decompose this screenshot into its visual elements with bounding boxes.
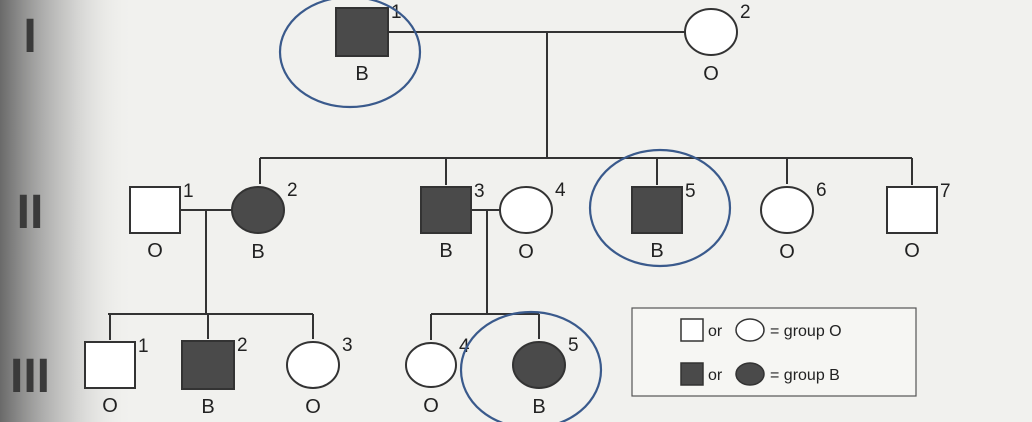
individual-iii-4-number: 4 bbox=[459, 336, 470, 357]
pedigree-symbols bbox=[84, 7, 938, 390]
individual-iii-2-male-square-icon bbox=[181, 340, 235, 390]
individual-iii-3-number: 3 bbox=[342, 335, 353, 356]
individual-iii-4-female-circle-icon bbox=[405, 342, 457, 388]
individual-ii-3-blood-group: B bbox=[439, 240, 452, 262]
individual-iii-3-blood-group: O bbox=[305, 396, 321, 418]
highlight-circles bbox=[278, 0, 732, 422]
individual-ii-5-male-square-icon bbox=[631, 186, 683, 234]
individual-iii-2-number: 2 bbox=[237, 335, 248, 356]
individual-ii-2-female-circle-icon bbox=[231, 186, 285, 234]
individual-ii-2-blood-group: B bbox=[251, 241, 264, 263]
individual-ii-3-male-square-icon bbox=[420, 186, 472, 234]
legend-affected-circle-icon bbox=[735, 362, 765, 386]
individual-ii-4-number: 4 bbox=[555, 180, 566, 201]
generation-label-III: III bbox=[10, 350, 50, 403]
individual-ii-5-blood-group: B bbox=[650, 240, 663, 262]
individual-i-1-male-square-icon bbox=[335, 7, 389, 57]
generation-labels: I II III bbox=[10, 10, 50, 403]
individual-ii-5-highlight-circle bbox=[588, 148, 732, 268]
legend-affected-square-icon bbox=[680, 362, 704, 386]
legend-or-text-1: or bbox=[708, 323, 723, 340]
generation-label-II: II bbox=[17, 186, 44, 239]
legend-unaffected-circle-icon bbox=[735, 318, 765, 342]
individual-ii-7-blood-group: O bbox=[904, 240, 920, 262]
generation-label-I: I bbox=[23, 10, 36, 63]
individual-ii-5-number: 5 bbox=[685, 181, 696, 202]
legend: or = group O or = group B bbox=[631, 307, 917, 397]
individual-ii-7-male-square-icon bbox=[886, 186, 938, 234]
legend-group-b-text: = group B bbox=[770, 367, 840, 384]
individual-ii-6-blood-group: O bbox=[779, 241, 795, 263]
individual-iii-1-number: 1 bbox=[138, 336, 149, 357]
individual-ii-1-male-square-icon bbox=[129, 186, 181, 234]
individual-iii-5-number: 5 bbox=[568, 335, 579, 356]
individual-ii-2-number: 2 bbox=[287, 180, 298, 201]
individual-iii-5-female-circle-icon bbox=[512, 341, 566, 389]
individual-iii-4-blood-group: O bbox=[423, 395, 439, 417]
legend-unaffected-square-icon bbox=[680, 318, 704, 342]
individual-i-2-blood-group: O bbox=[703, 63, 719, 85]
individual-iii-1-blood-group: O bbox=[102, 395, 118, 417]
individual-iii-5-highlight-circle bbox=[459, 310, 603, 422]
legend-box bbox=[631, 307, 917, 397]
individual-iii-1-male-square-icon bbox=[84, 341, 136, 389]
individual-iii-2-blood-group: B bbox=[201, 396, 214, 418]
pedigree-lines bbox=[108, 31, 913, 340]
individual-i-2-number: 2 bbox=[740, 2, 751, 23]
legend-group-o-text: = group O bbox=[770, 323, 842, 340]
individual-ii-7-number: 7 bbox=[940, 181, 951, 202]
individual-ii-3-number: 3 bbox=[474, 181, 485, 202]
individual-ii-4-female-circle-icon bbox=[499, 186, 553, 234]
individual-ii-4-blood-group: O bbox=[518, 241, 534, 263]
individual-iii-5-blood-group: B bbox=[532, 396, 545, 418]
legend-or-text-2: or bbox=[708, 367, 723, 384]
individual-ii-1-blood-group: O bbox=[147, 240, 163, 262]
individual-i-2-female-circle-icon bbox=[684, 8, 738, 56]
individual-i-1-number: 1 bbox=[391, 2, 402, 23]
individual-ii-6-female-circle-icon bbox=[760, 186, 814, 234]
individual-iii-3-female-circle-icon bbox=[286, 341, 340, 389]
individual-i-1-highlight-circle bbox=[278, 0, 422, 109]
individual-ii-6-number: 6 bbox=[816, 180, 827, 201]
individual-ii-1-number: 1 bbox=[183, 181, 194, 202]
individual-i-1-blood-group: B bbox=[355, 63, 368, 85]
